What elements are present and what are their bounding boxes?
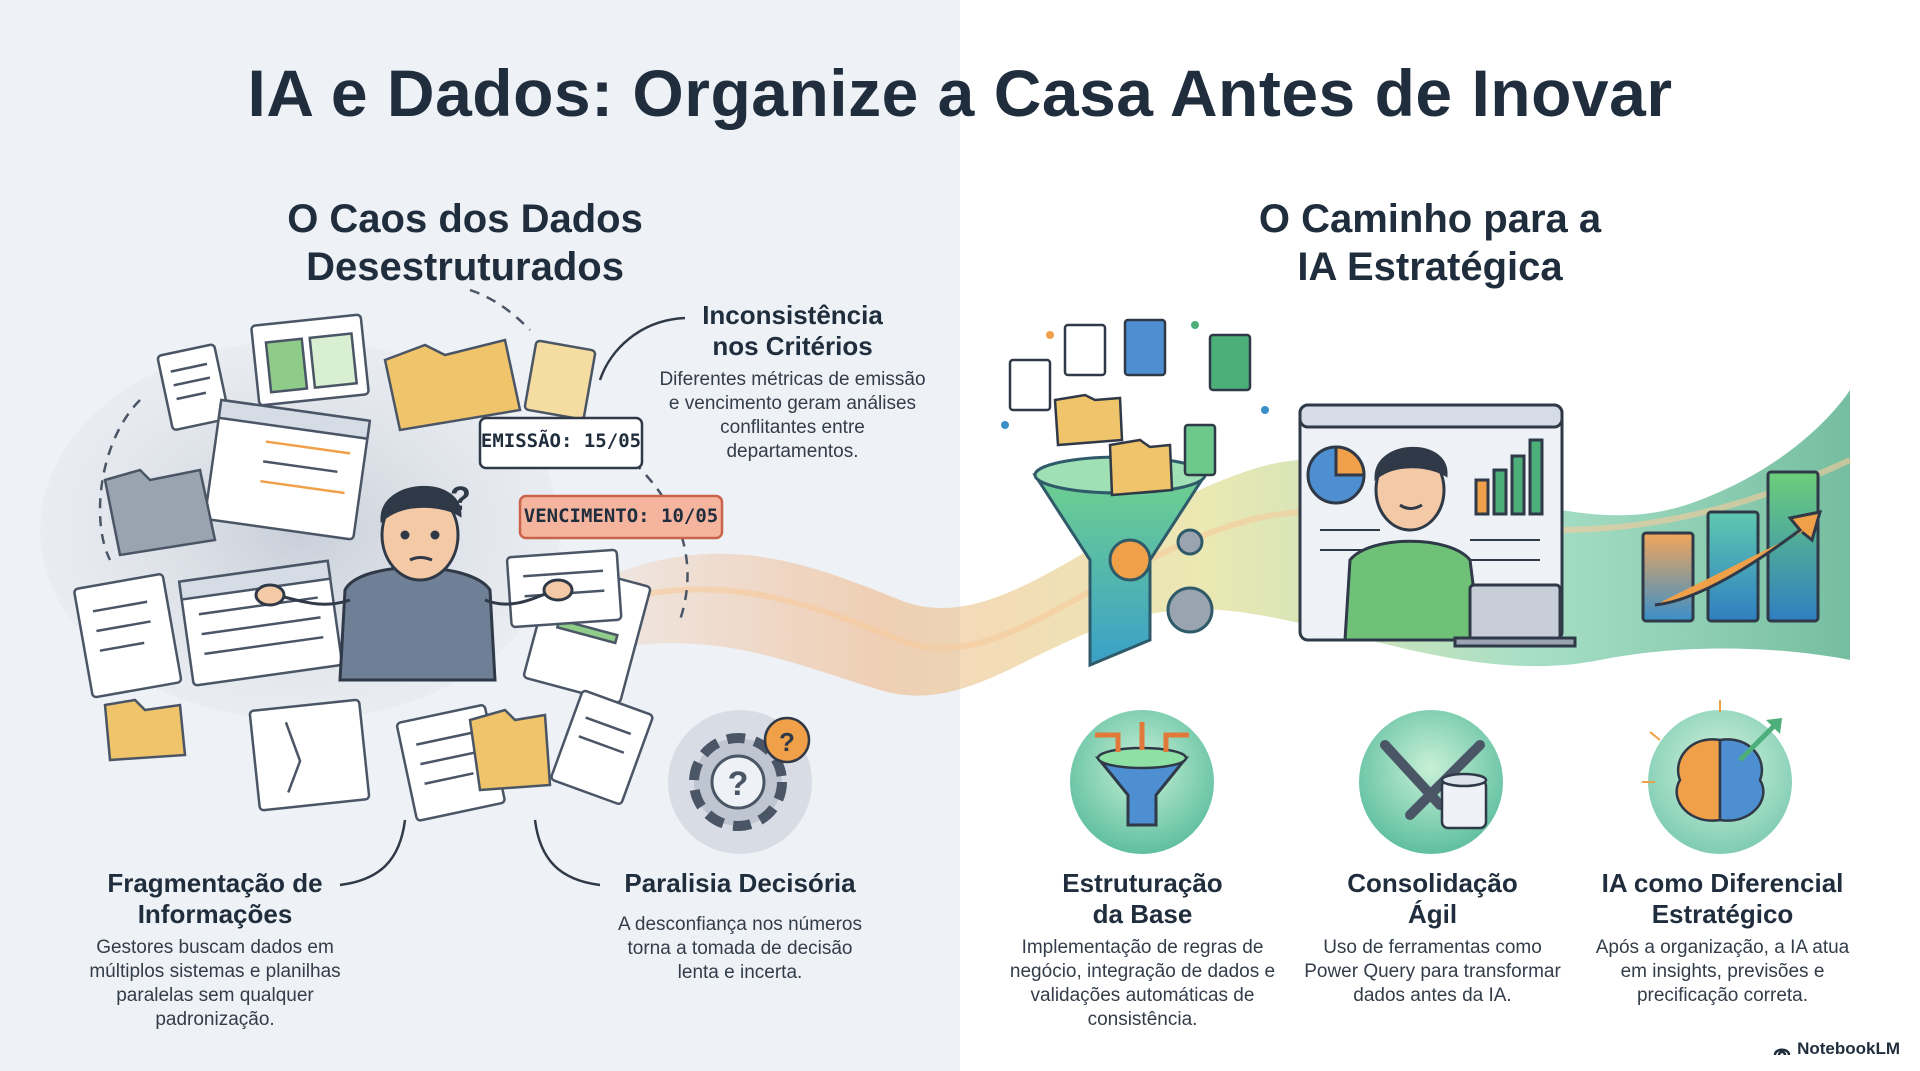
step-title-line1: Estruturação [1062,868,1223,898]
callout-paralisia: Paralisia Decisória A desconfiança nos n… [605,868,875,985]
question-mark-small: ? [450,480,471,518]
tools-icon [1359,710,1503,854]
right-section-title-line2: IA Estratégica [1297,245,1563,289]
growth-chart-illustration [1641,470,1823,623]
funnel-icon [1070,710,1214,854]
svg-text:?: ? [728,765,749,803]
brand-label: NotebookLM [1797,1039,1900,1058]
callout-title-line1: Inconsistência [702,300,883,330]
step-title-line1: IA como Diferencial [1601,868,1844,898]
callout-title-line1: Paralisia Decisória [624,868,856,898]
emissao-badge [478,416,644,470]
left-section-title: O Caos dos Dados Desestruturados [210,195,720,291]
confused-person-illustration [254,485,574,682]
working-person-illustration [1343,446,1577,648]
main-title: IA e Dados: Organize a Casa Antes de Ino… [247,56,1673,130]
brain-rays [1642,700,1721,783]
right-section-title-line1: O Caminho para a [1258,197,1602,241]
folders [103,338,552,792]
chaos-lines [98,288,689,621]
gear-question-icon: ? ? [668,710,812,854]
callout-leaders [339,316,686,887]
callout-title-line2: nos Critérios [712,331,873,361]
vencimento-label: VENCIMENTO: 10/05 [523,505,719,527]
step-text: Implementação de regras de negócio, inte… [1009,937,1276,1030]
vencimento-badge [518,494,724,540]
step-title-line2: Estratégico [1651,899,1794,929]
step-text: Após a organização, a IA atua em insight… [1595,937,1850,1006]
brain-icon [1648,710,1792,854]
right-section-title: O Caminho para a IA Estratégica [1180,195,1680,291]
svg-text:?: ? [779,727,795,757]
left-section-title-line2: Desestruturados [306,245,624,289]
callout-title-line2: Informações [137,899,293,929]
emissao-label: EMISSÃO: 15/05 [480,430,642,452]
scattered-documents [73,313,654,822]
sparkles [1001,321,1269,429]
left-section-title-line1: O Caos dos Dados [287,197,643,241]
callout-text: Gestores buscam dados em múltiplos siste… [89,937,341,1030]
step-text: Uso de ferramentas como Power Query para… [1304,937,1561,1006]
step-title-line1: Consolidação [1347,868,1518,898]
callout-text: Diferentes métricas de emissão e vencime… [659,369,926,462]
notebooklm-brand: NotebookLM [1773,1039,1900,1059]
notebooklm-logo-icon [1773,1048,1791,1056]
callout-title-line1: Fragmentação de [107,868,323,898]
step-title-line2: da Base [1092,899,1193,929]
step-title-line2: Ágil [1407,899,1458,929]
callout-text: A desconfiança nos números torna a tomad… [618,914,862,983]
incoming-files [1008,318,1252,497]
